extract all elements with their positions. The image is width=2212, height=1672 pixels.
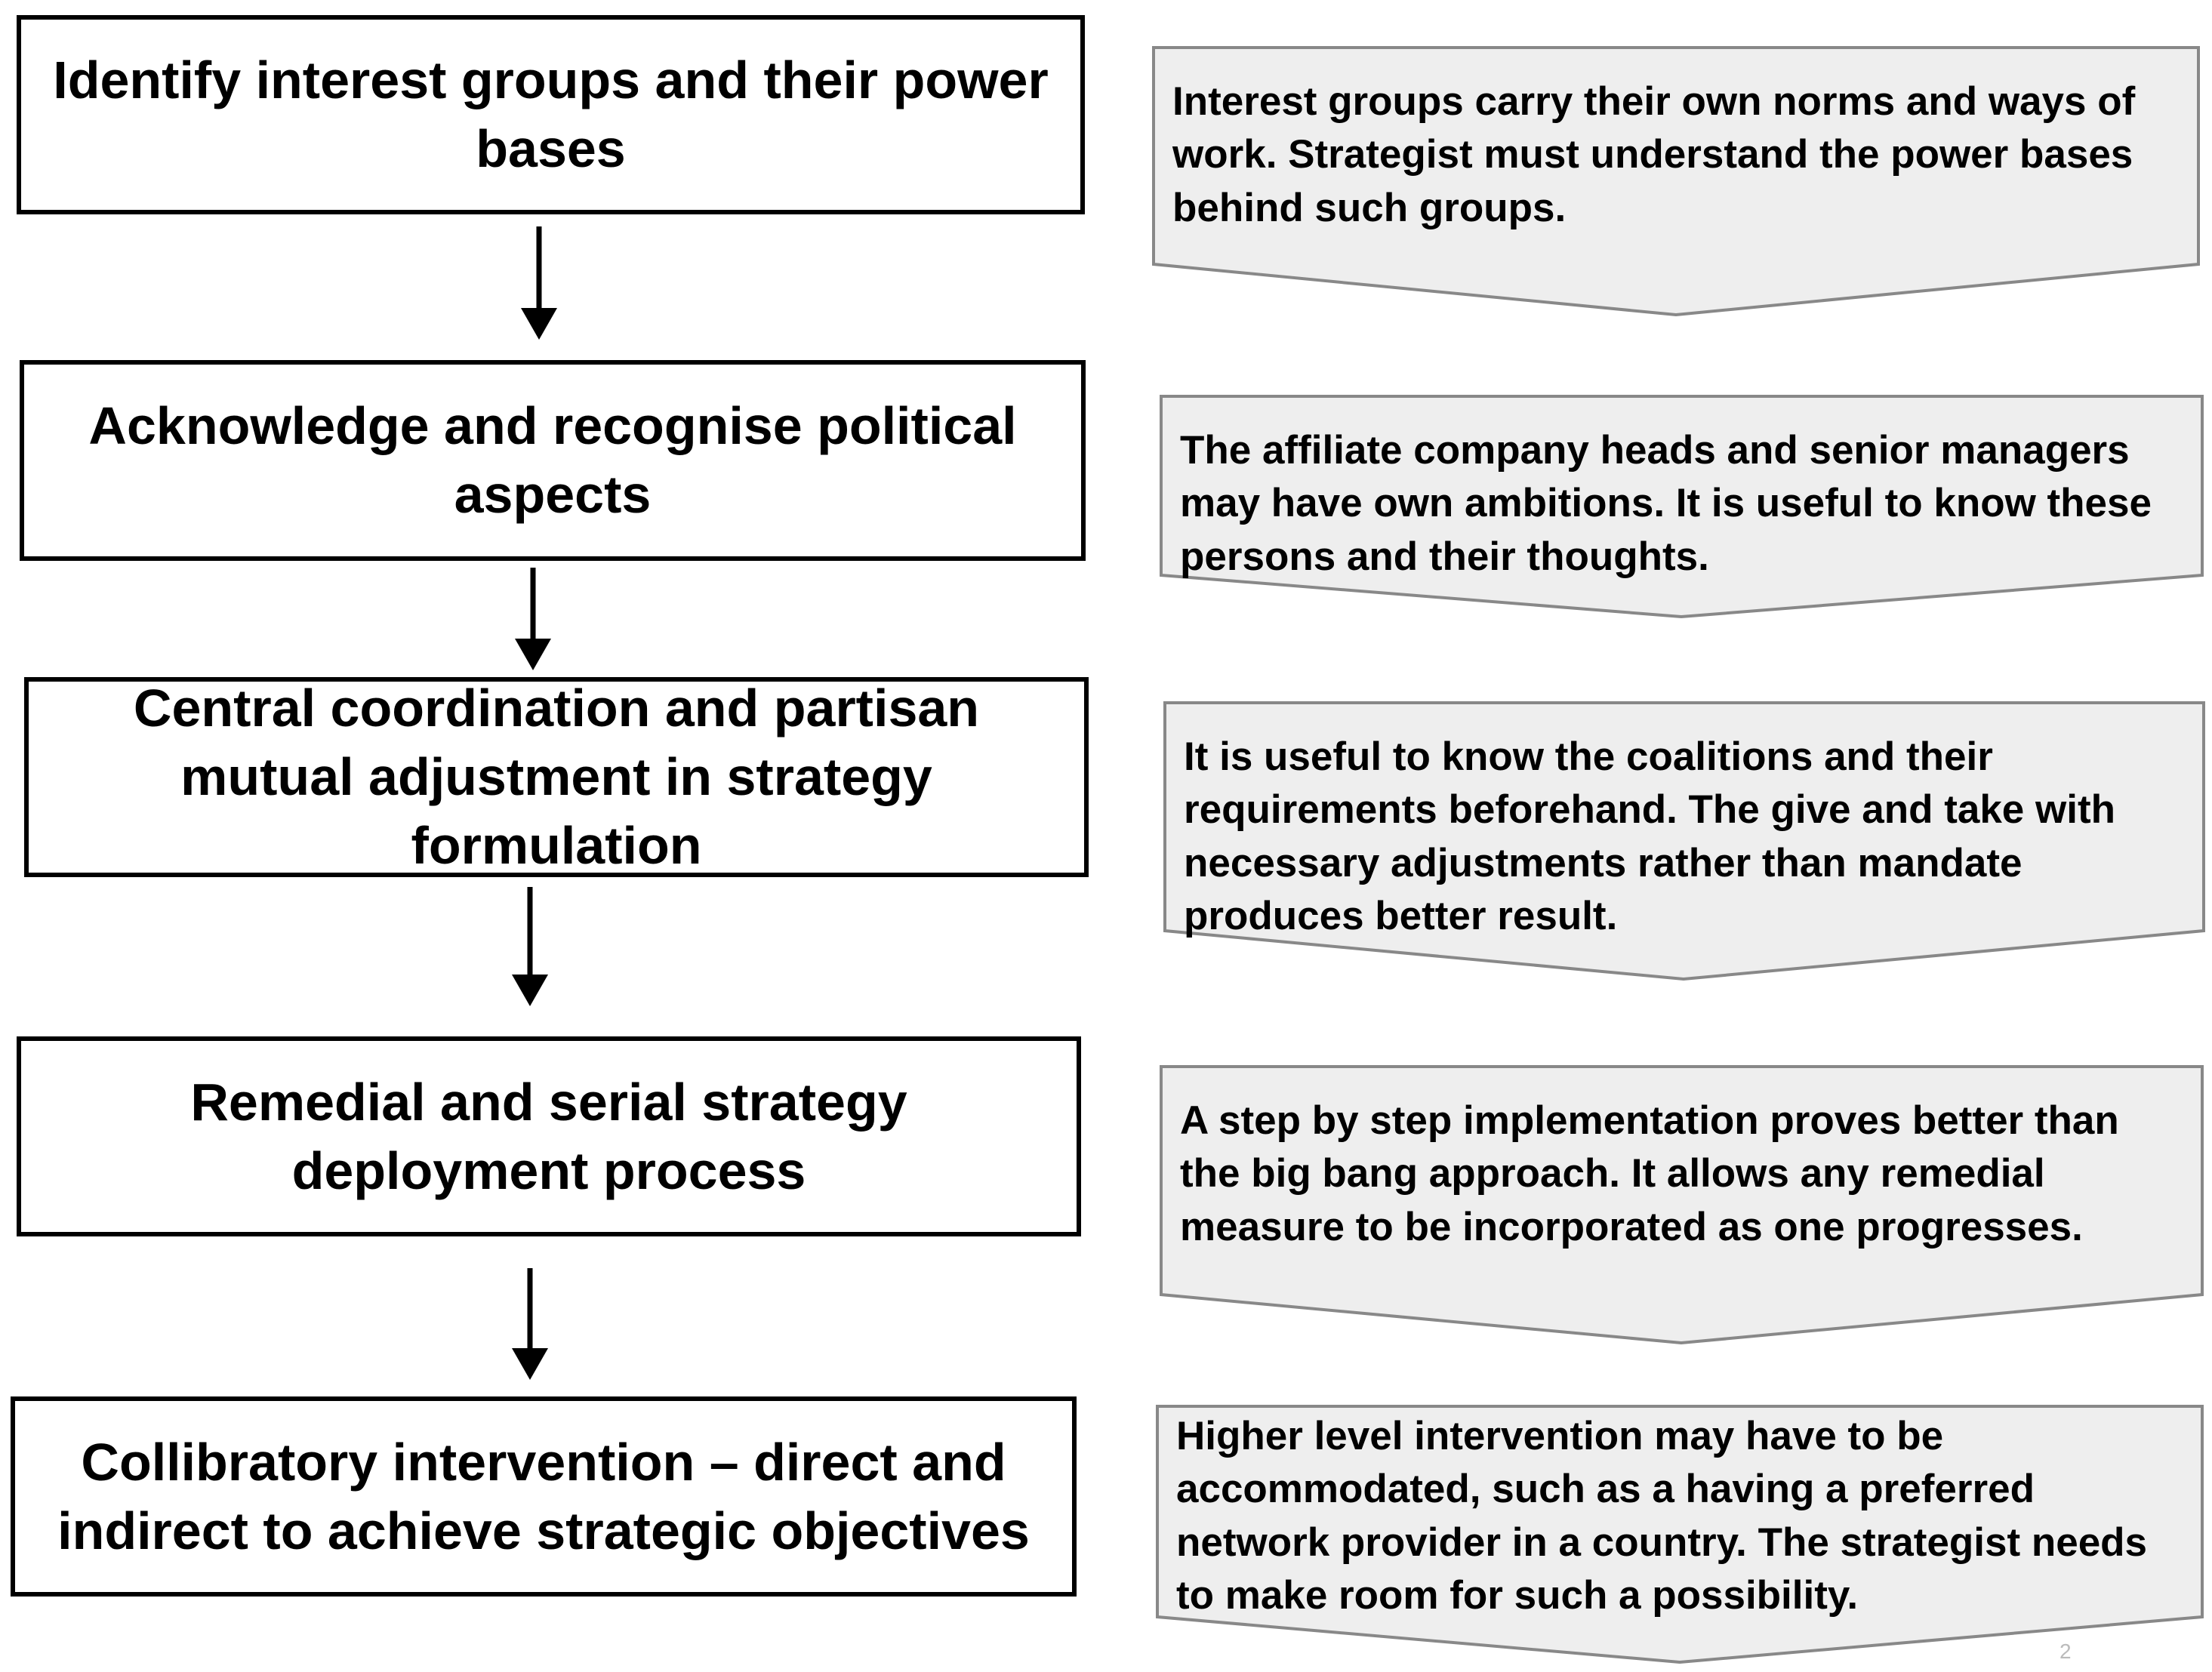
note-4: A step by step implementation proves bet… (1159, 1064, 2204, 1345)
note-shape-5 (1156, 1405, 2204, 1664)
note-text-5: Higher level intervention may have to be… (1176, 1414, 2148, 1618)
step-box-4: Remedial and serial strategy deployment … (17, 1036, 1081, 1236)
note-shape-3 (1163, 701, 2205, 981)
note-3: It is useful to know the coalitions and … (1163, 701, 2206, 981)
down-arrow-4 (512, 1268, 548, 1380)
page-number: 2 (2060, 1640, 2072, 1663)
note-shape-1 (1152, 46, 2200, 317)
note-5: Higher level intervention may have to be… (1155, 1404, 2204, 1664)
step-box-2: Acknowledge and recognise political aspe… (20, 360, 1086, 561)
step-label-5: Collibratory intervention – direct and i… (57, 1432, 1030, 1560)
step-box-3: Central coordination and partisan mutual… (24, 677, 1089, 877)
step-box-1: Identify interest groups and their power… (17, 15, 1085, 214)
down-arrow-1 (521, 226, 557, 340)
step-label-4: Remedial and serial strategy deployment … (190, 1072, 907, 1200)
step-label-1: Identify interest groups and their power… (53, 51, 1049, 178)
step-label-3: Central coordination and partisan mutual… (133, 679, 980, 875)
note-1: Interest groups carry their own norms an… (1151, 45, 2201, 317)
step-box-5: Collibratory intervention – direct and i… (11, 1396, 1077, 1597)
note-text-1: Interest groups carry their own norms an… (1172, 79, 2136, 230)
note-text-4: A step by step implementation proves bet… (1180, 1098, 2119, 1249)
step-label-2: Acknowledge and recognise political aspe… (88, 396, 1017, 524)
down-arrow-2 (515, 568, 551, 670)
note-shape-2 (1160, 395, 2204, 619)
down-arrow-3 (512, 887, 548, 1006)
note-text-2: The affiliate company heads and senior m… (1180, 428, 2152, 579)
note-2: The affiliate company heads and senior m… (1159, 394, 2204, 619)
note-shape-4 (1160, 1065, 2204, 1345)
note-text-3: It is useful to know the coalitions and … (1184, 734, 2115, 939)
